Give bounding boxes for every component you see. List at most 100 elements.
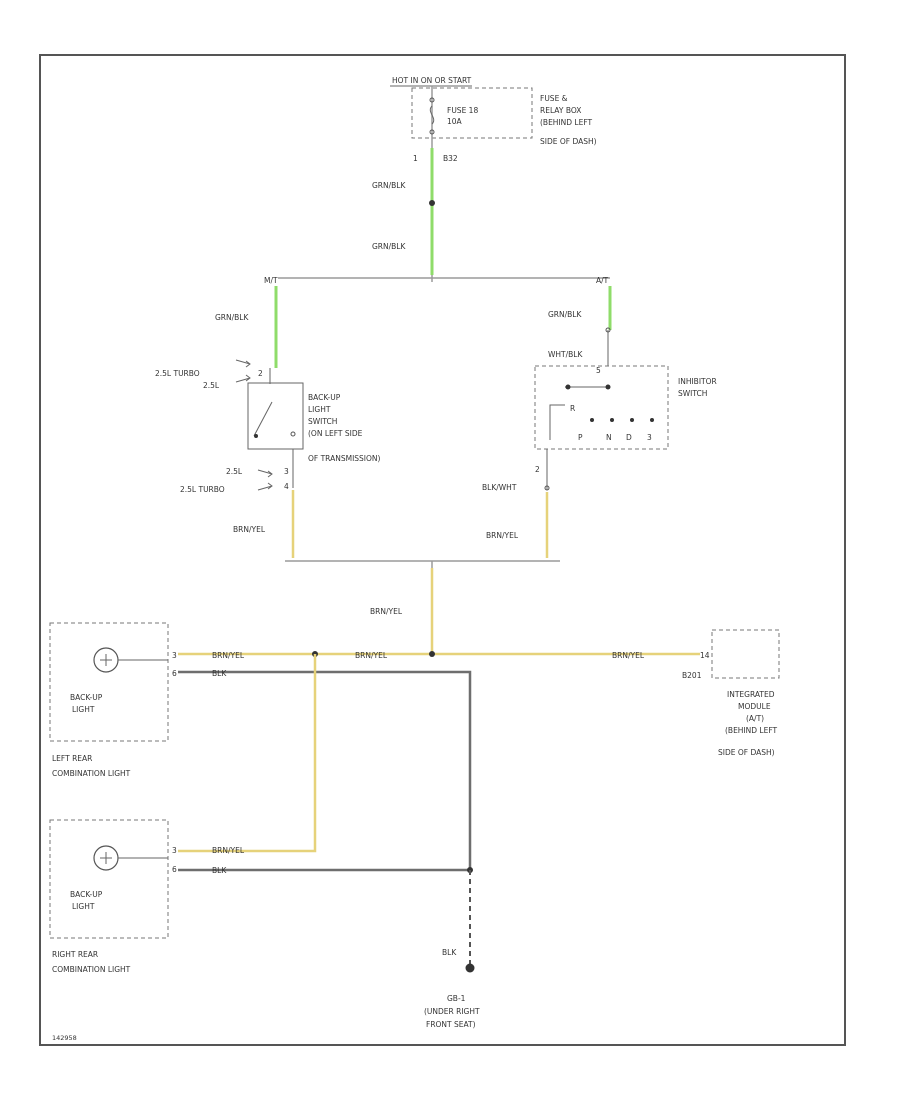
switch-bottom-variant2: 2.5L TURBO (180, 485, 225, 494)
right-light-outline (49, 819, 169, 939)
wire-blk-left-light (178, 670, 472, 870)
wire-label-right-gnd: BLK (212, 866, 227, 875)
inhibitor-pin-bottom: 2 (535, 465, 540, 474)
switch-label-line3: SWITCH (308, 417, 337, 426)
wire-label-top-upper: GRN/BLK (372, 181, 406, 190)
fuse-connector-id: B32 (443, 154, 458, 163)
connector-pin-icon (605, 327, 611, 333)
switch-body-outline (247, 382, 304, 450)
wire-label-top-lower: GRN/BLK (372, 242, 406, 251)
switch-bottom-pin2: 4 (284, 482, 289, 491)
switch-blade-icon (253, 401, 273, 437)
inhibitor-switch: 5 R P N D 3 INHIBITOR SWITCH 2 (534, 365, 717, 474)
module-pin: 14 (700, 651, 710, 660)
left-light-label2: LIGHT (72, 705, 95, 714)
figure-id: 142958 (52, 1034, 77, 1042)
branch-label-mt: M/T (264, 276, 278, 285)
right-light-assembly1: RIGHT REAR (52, 950, 98, 959)
backup-light-switch: 2.5L TURBO 2.5L 2 BACK-UP LIGHT SWITCH (… (155, 359, 381, 494)
inhibitor-detent-icon (590, 418, 594, 422)
module-connector: B201 (682, 671, 702, 680)
inhibitor-detent-icon-4 (650, 418, 654, 422)
switch-label-line5: OF TRANSMISSION) (308, 454, 381, 463)
arrow-right-icon-2 (235, 374, 251, 383)
module-label-line1: INTEGRATED (727, 690, 775, 699)
switch-bottom-pin1: 3 (284, 467, 289, 476)
module-outline (711, 629, 780, 679)
fuse-terminal-bottom-icon (429, 129, 435, 135)
right-rear-combination-light: 3 6 BACK-UP LIGHT RIGHT REAR COMBINATION… (49, 819, 177, 974)
switch-top-pin: 2 (258, 369, 263, 378)
wire-label-center-down: BRN/YEL (370, 607, 403, 616)
wire-label-ground: BLK (442, 948, 457, 957)
switch-label-line4: (ON LEFT SIDE (308, 429, 363, 438)
switch-contact-icon (254, 434, 258, 438)
splice-dot-center (429, 651, 435, 657)
ground-location-line2: FRONT SEAT) (426, 1020, 476, 1029)
wire-label-left-down: BRN/YEL (233, 525, 266, 534)
wire-label-inhibitor-in: WHT/BLK (548, 350, 583, 359)
inhibitor-wiper-icon (549, 404, 565, 440)
switch-bottom-variant1: 2.5L (226, 467, 243, 476)
left-light-assembly1: LEFT REAR (52, 754, 92, 763)
connector-pin-icon-2 (544, 485, 550, 491)
wire-label-left-gnd: BLK (212, 669, 227, 678)
left-light-pin-gnd: 6 (172, 669, 177, 678)
inhibitor-label-line1: INHIBITOR (678, 377, 717, 386)
switch-label-line1: BACK-UP (308, 393, 341, 402)
diagram-frame (39, 54, 846, 1046)
left-rear-combination-light: 3 6 BACK-UP LIGHT LEFT REAR COMBINATION … (49, 622, 177, 778)
right-light-pin-gnd: 6 (172, 865, 177, 874)
wire-label-horiz-left: BRN/YEL (212, 651, 245, 660)
inhibitor-pos-p: P (578, 433, 583, 442)
switch-terminal-icon (290, 431, 296, 437)
module-label-line5: SIDE OF DASH) (718, 748, 775, 757)
arrow-right-icon-4 (257, 482, 273, 491)
power-label: HOT IN ON OR START (392, 76, 472, 85)
integrated-module: 14 B201 INTEGRATED MODULE (A/T) (BEHIND … (682, 629, 780, 757)
ground-id: GB-1 (447, 994, 466, 1003)
wire-label-right-down: BRN/YEL (486, 531, 519, 540)
left-light-outline (49, 622, 169, 742)
switch-top-variant1: 2.5L TURBO (155, 369, 200, 378)
switch-top-variant2: 2.5L (203, 381, 220, 390)
fuse-label: FUSE 18 (447, 106, 478, 115)
left-light-label1: BACK-UP (70, 693, 103, 702)
inhibitor-contact-icon-2 (605, 384, 611, 390)
fuse-box-line2: RELAY BOX (540, 106, 581, 115)
bulb-filament-icon-2 (100, 852, 112, 864)
module-label-line3: (A/T) (746, 714, 764, 723)
inhibitor-pos-d: D (626, 433, 632, 442)
fuse-pin-number: 1 (413, 154, 418, 163)
fuse-box-line4: SIDE OF DASH) (540, 137, 597, 146)
wire-brn-yel-right-light (178, 654, 317, 853)
arrow-right-icon-3 (257, 469, 273, 478)
fuse-box-line1: FUSE & (540, 94, 568, 103)
left-light-pin-feed: 3 (172, 651, 177, 660)
fuse-section: HOT IN ON OR START FUSE 18 10A FUSE & RE… (390, 76, 597, 163)
inhibitor-pos-r: R (570, 404, 575, 413)
fuse-box-outline (411, 87, 533, 139)
inhibitor-pos-3: 3 (647, 433, 652, 442)
inhibitor-contact-icon (565, 384, 571, 390)
ground-point-icon (465, 963, 475, 973)
left-light-assembly2: COMBINATION LIGHT (52, 769, 131, 778)
branch-label-at: A/T (596, 276, 609, 285)
wire-label-horiz-right: BRN/YEL (612, 651, 645, 660)
switch-label-line2: LIGHT (308, 405, 331, 414)
fuse-rating: 10A (447, 117, 463, 126)
right-light-assembly2: COMBINATION LIGHT (52, 965, 131, 974)
wire-label-right-light-feed: BRN/YEL (212, 846, 245, 855)
inhibitor-detent-icon-3 (630, 418, 634, 422)
splice-dot-top (429, 200, 435, 206)
right-light-label1: BACK-UP (70, 890, 103, 899)
ground-location-line1: (UNDER RIGHT (424, 1007, 480, 1016)
right-light-pin-feed: 3 (172, 846, 177, 855)
inhibitor-pin-top: 5 (596, 366, 601, 375)
inhibitor-label-line2: SWITCH (678, 389, 707, 398)
right-light-label2: LIGHT (72, 902, 95, 911)
module-label-line4: (BEHIND LEFT (725, 726, 778, 735)
wire-label-inhibitor-out: BLK/WHT (482, 483, 517, 492)
fuse-box-line3: (BEHIND LEFT (540, 118, 593, 127)
